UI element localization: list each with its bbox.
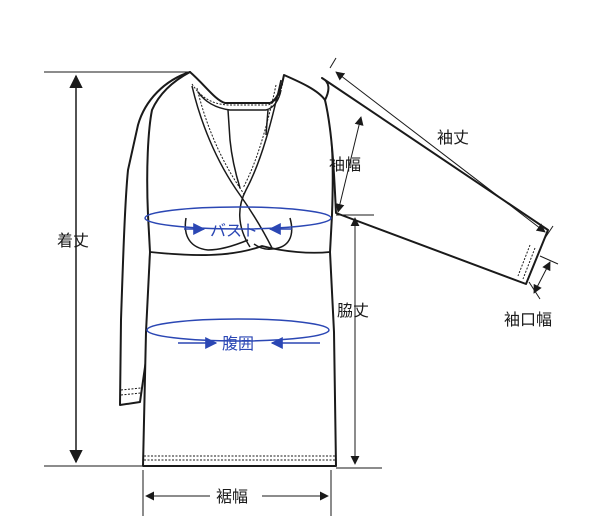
cuff-width-arrow [533, 261, 551, 294]
wrap-front-left-stitch [196, 87, 245, 195]
waist-marker [146, 318, 330, 349]
sleeve-length-label: 袖丈 [437, 128, 469, 147]
sleeve-width-label: 袖幅 [329, 155, 361, 174]
bust-cup-right [253, 217, 293, 250]
total-length-label: 着丈 [57, 231, 89, 250]
sleeve-length-arrow [335, 71, 546, 233]
right-sleeve [321, 77, 549, 285]
hem-stitch [144, 455, 336, 461]
sleeve-width-arrow [335, 116, 364, 213]
cuff-width-label: 袖口幅 [504, 310, 552, 329]
hem-width-label: 裾幅 [216, 487, 248, 506]
inner-neckline [227, 109, 269, 189]
bust-marker [144, 206, 332, 235]
garment-outline [119, 71, 549, 467]
side-length-label: 脇丈 [337, 301, 369, 320]
neckband-inner [197, 89, 282, 111]
garment-body [142, 71, 337, 467]
measurement-lines [44, 57, 559, 516]
bust-cup-left [184, 217, 249, 251]
wrap-front-right [239, 79, 282, 248]
waist-label: 腹囲 [222, 334, 254, 353]
bust-label: バスト [210, 221, 258, 240]
empire-seam [149, 245, 331, 256]
wrap-front-right-stitch [242, 84, 277, 189]
